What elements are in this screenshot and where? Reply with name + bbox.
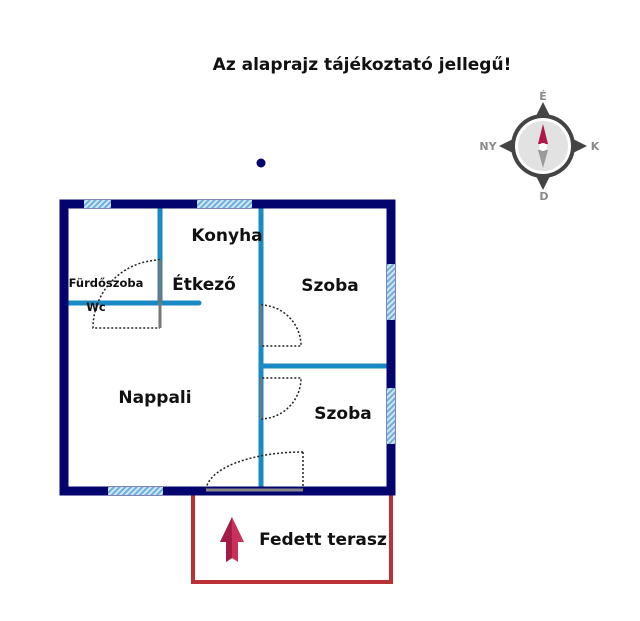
room-label-living: Nappali: [118, 388, 191, 408]
compass-south-label: D: [539, 190, 548, 203]
bathroom-door: [92, 259, 161, 329]
room-label-bathroom: Fürdőszoba: [69, 276, 144, 290]
compass-north-label: É: [539, 90, 547, 103]
room-label-room2: Szoba: [314, 404, 371, 424]
room-label-dining: Étkező: [172, 273, 236, 295]
entrance-arrow-icon: [220, 517, 244, 562]
compass-south-point-icon: [535, 174, 551, 190]
disclaimer-title: Az alaprajz tájékoztató jellegű!: [213, 55, 512, 75]
room-label-kitchen: Konyha: [191, 226, 262, 246]
window: [108, 487, 163, 495]
marker-dot: [256, 158, 266, 168]
compass-west-point-icon: [499, 138, 515, 154]
compass-east-point-icon: [571, 138, 587, 154]
room-label-terrace: Fedett terasz: [259, 530, 387, 550]
outer-walls: [59, 199, 396, 496]
compass-needle-icon: [538, 124, 548, 144]
compass: É D K NY: [479, 90, 599, 203]
compass-north-point-icon: [535, 102, 551, 118]
window: [387, 264, 395, 320]
room-label-room1: Szoba: [301, 276, 358, 296]
room2-door: [260, 377, 302, 420]
window: [84, 200, 111, 208]
entrance-door: [205, 451, 304, 491]
window: [387, 388, 395, 444]
compass-east-label: K: [591, 140, 600, 153]
window: [197, 200, 252, 208]
room1-door: [260, 304, 302, 347]
room-label-wc: Wc: [86, 300, 106, 314]
compass-west-label: NY: [479, 140, 497, 153]
doors: [92, 259, 304, 491]
windows: [84, 200, 395, 495]
inner-walls: [61, 201, 394, 494]
